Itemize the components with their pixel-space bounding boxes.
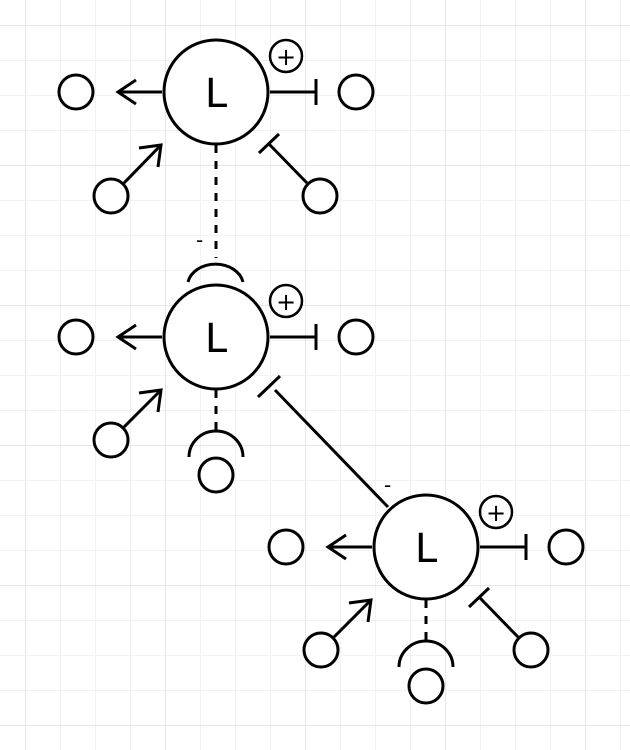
main-node-1-label: L: [205, 71, 228, 117]
node-group-1: L +: [57, 38, 375, 215]
plus-badge-1-sign: +: [276, 43, 296, 71]
arrowhead-lower-left: [138, 388, 163, 413]
input-arrow-lower-left: [122, 143, 163, 185]
arrowhead-lower-left: [348, 598, 373, 623]
small-node-right: [337, 318, 375, 356]
main-node-2-label: L: [205, 316, 228, 362]
small-node-lower-left: [302, 631, 340, 669]
main-node-3: [372, 493, 480, 601]
arrowhead-left: [325, 533, 347, 561]
plus-badge-3-sign: +: [486, 499, 506, 527]
input-arrow-lower-left: [332, 598, 373, 639]
small-node-right: [337, 73, 375, 111]
link-sign-middle-bottom: -: [384, 473, 391, 497]
inhibitor-bar-lower-right: [467, 586, 491, 609]
receptor-bottom: [187, 429, 245, 458]
small-node-lower-right: [512, 631, 550, 669]
small-node-lower-left: [92, 421, 130, 459]
arrowhead-left: [115, 78, 137, 106]
main-node-1: [162, 38, 270, 146]
inhibitor-lower-right: [267, 142, 309, 185]
main-node-2: [162, 283, 270, 391]
small-node-bottom: [407, 667, 445, 705]
small-node-left: [57, 73, 95, 111]
plus-badge-3: [478, 494, 514, 530]
inhibit-link-middle-bottom: [273, 388, 390, 509]
small-node-lower-left: [92, 177, 130, 215]
plus-badge-2-sign: +: [276, 288, 296, 316]
small-node-lower-right: [301, 177, 339, 215]
link-sign-top-middle: -: [196, 228, 203, 252]
arrowhead-left: [115, 323, 137, 351]
receptor-top: [186, 262, 245, 283]
main-node-3-label: L: [415, 526, 438, 572]
inhibitor-lower-right: [478, 596, 520, 639]
arrowhead-lower-left: [138, 143, 163, 168]
small-node-right: [547, 528, 585, 566]
input-arrow-lower-left: [122, 388, 163, 429]
inhibit-bar-middle-bottom: [256, 374, 282, 399]
plus-badge-1: [268, 38, 304, 74]
node-group-2: L +: [57, 262, 375, 494]
small-node-bottom: [197, 456, 235, 494]
node-group-3: L +: [267, 493, 585, 705]
plus-badge-2: [268, 283, 304, 319]
small-node-left: [267, 528, 305, 566]
small-node-left: [57, 318, 95, 356]
inhibitor-bar-lower-right: [257, 132, 281, 155]
receptor-bottom: [397, 639, 455, 668]
